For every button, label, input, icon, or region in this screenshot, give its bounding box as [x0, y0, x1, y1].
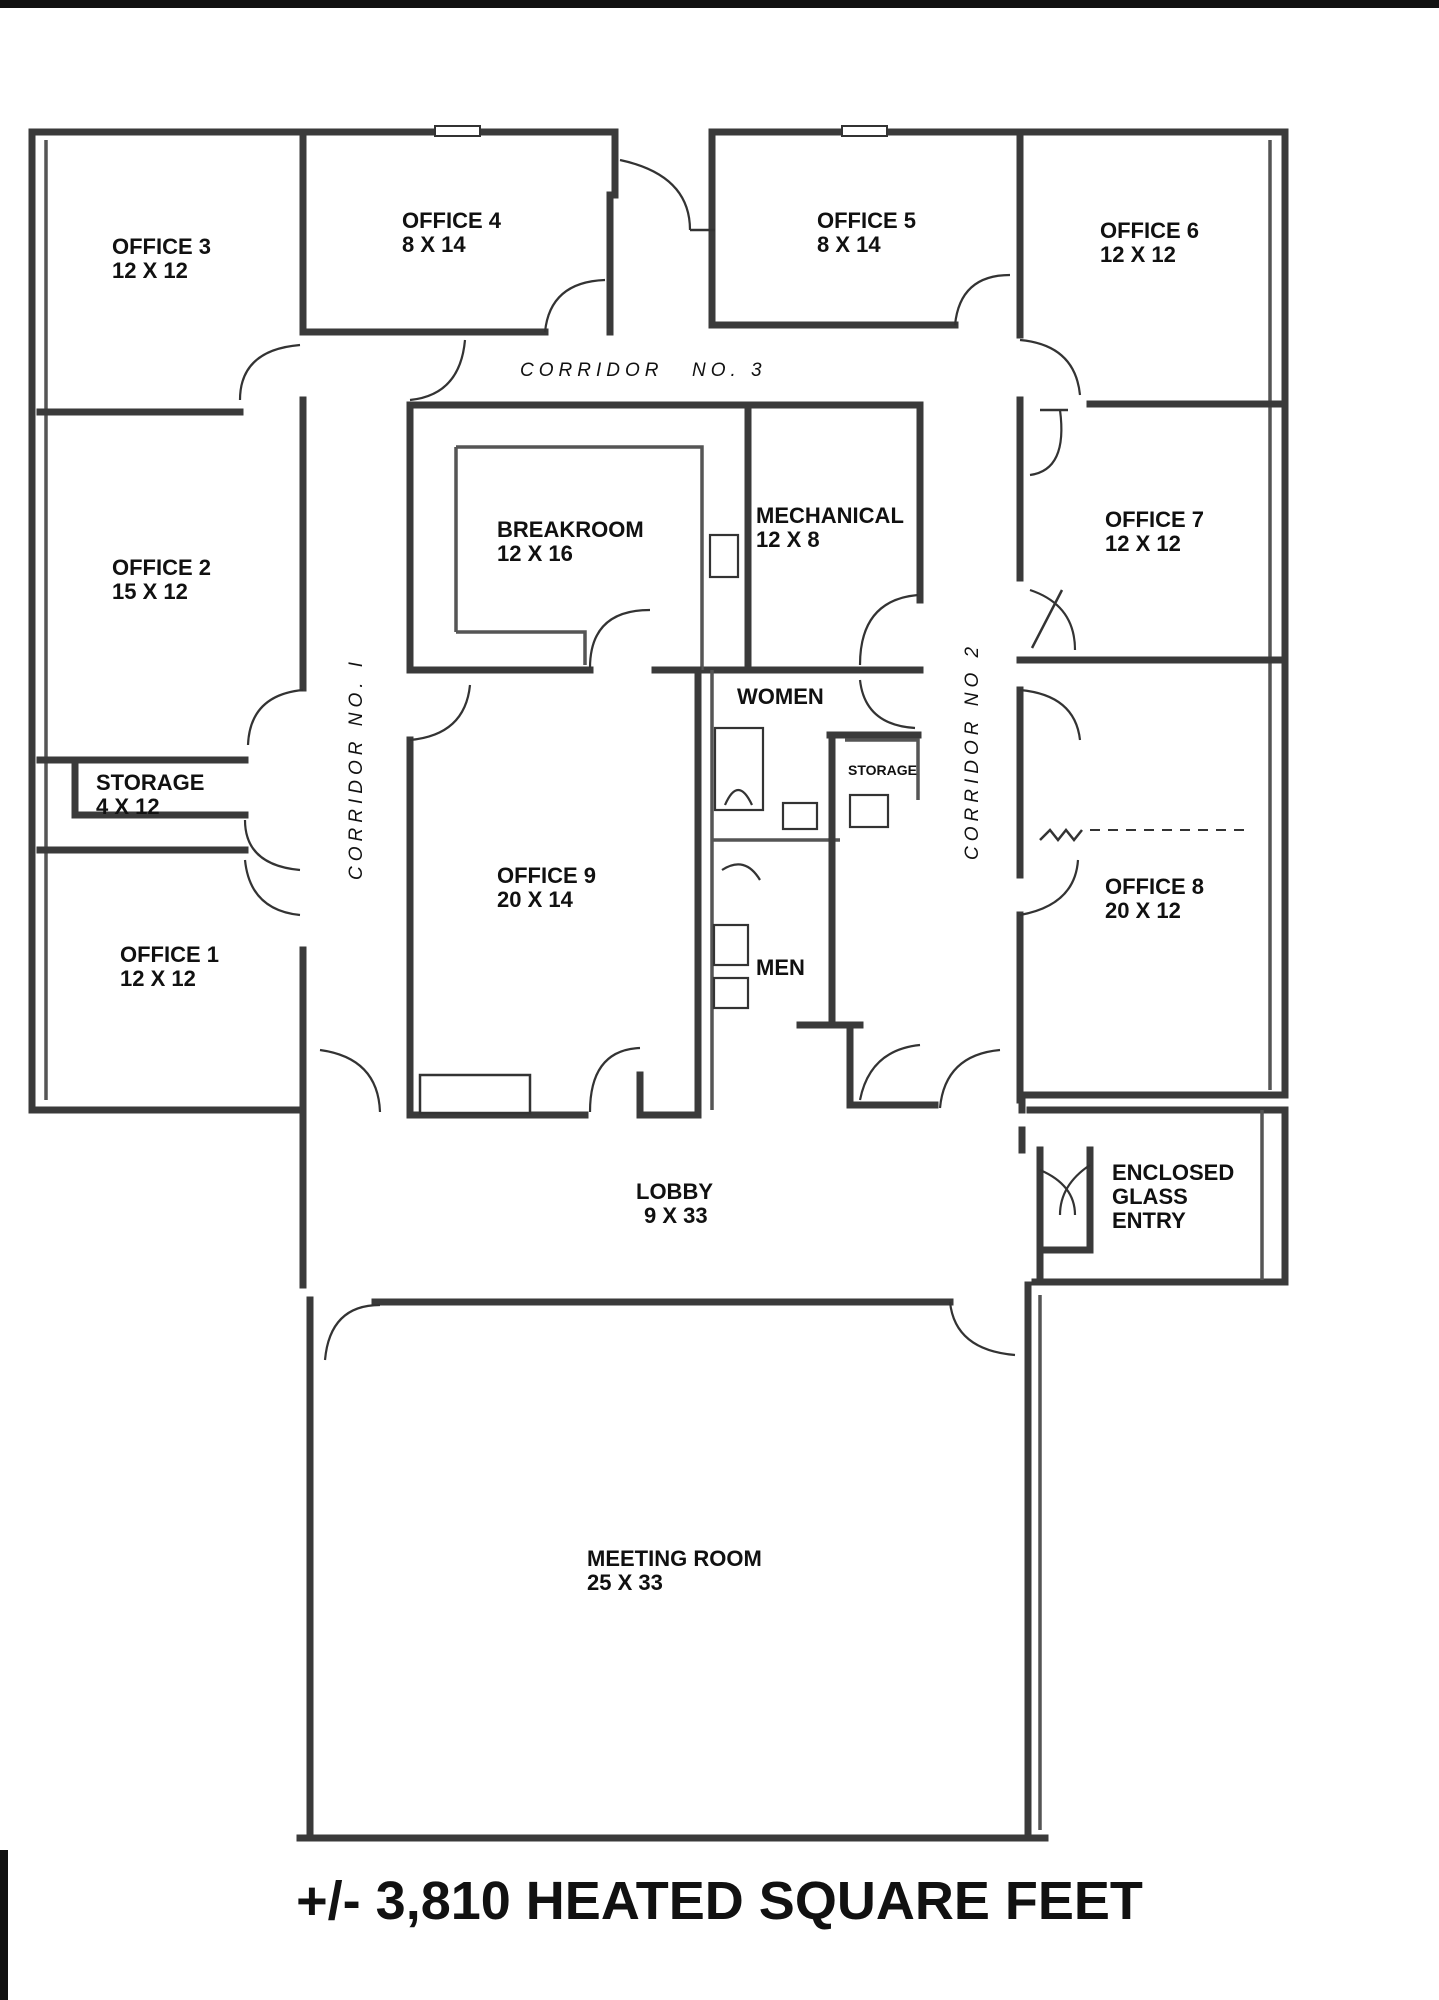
office4-label: OFFICE 4	[402, 208, 502, 233]
storage-left-size: 4 X 12	[96, 794, 160, 819]
office7-size: 12 X 12	[1105, 531, 1181, 556]
corridor-3-word: CORRIDOR	[520, 360, 663, 381]
heated-square-feet-caption: +/- 3,810 HEATED SQUARE FEET	[296, 1871, 1143, 1931]
office4-size: 8 X 14	[402, 232, 466, 257]
office3-label: OFFICE 3	[112, 234, 211, 259]
mechanical-label: MECHANICAL	[756, 503, 904, 528]
men-label: MEN	[756, 955, 805, 980]
room-labels: OFFICE 3 12 X 12 OFFICE 4 8 X 14 OFFICE …	[96, 208, 1234, 1595]
corridor-1-label: CORRIDOR NO. I	[346, 657, 367, 880]
office7-label: OFFICE 7	[1105, 507, 1204, 532]
office1-label: OFFICE 1	[120, 942, 219, 967]
corridor-labels: CORRIDOR NO. 3 CORRIDOR NO. I CORRIDOR N…	[346, 360, 983, 880]
lobby-size: 9 X 33	[644, 1203, 708, 1228]
office6-size: 12 X 12	[1100, 242, 1176, 267]
scan-top-edge	[0, 0, 1439, 8]
office2-label: OFFICE 2	[112, 555, 211, 580]
lobby-label: LOBBY	[636, 1179, 713, 1204]
office5-size: 8 X 14	[817, 232, 881, 257]
storage-small-label: STORAGE	[848, 762, 917, 778]
office2-size: 15 X 12	[112, 579, 188, 604]
corridor-2-label: CORRIDOR NO 2	[962, 642, 983, 860]
meeting-label: MEETING ROOM	[587, 1546, 762, 1571]
mechanical-size: 12 X 8	[756, 527, 820, 552]
entry-label-1: ENCLOSED	[1112, 1160, 1234, 1185]
doors	[238, 158, 1250, 1361]
women-label: WOMEN	[737, 684, 824, 709]
breakroom-size: 12 X 16	[497, 541, 573, 566]
entry-label-2: GLASS	[1112, 1184, 1188, 1209]
storage-left-label: STORAGE	[96, 770, 204, 795]
office9-size: 20 X 14	[497, 887, 574, 912]
office8-label: OFFICE 8	[1105, 874, 1204, 899]
office9-label: OFFICE 9	[497, 863, 596, 888]
scan-left-edge	[0, 1850, 8, 2000]
interior-walls	[36, 128, 1289, 1842]
office3-size: 12 X 12	[112, 258, 188, 283]
corridor-3-number: NO. 3	[692, 360, 767, 381]
breakroom-label: BREAKROOM	[497, 517, 644, 542]
office6-label: OFFICE 6	[1100, 218, 1199, 243]
office1-size: 12 X 12	[120, 966, 196, 991]
exterior-walls	[28, 125, 1289, 1114]
office8-size: 20 X 12	[1105, 898, 1181, 923]
entry-label-3: ENTRY	[1112, 1208, 1186, 1233]
office5-label: OFFICE 5	[817, 208, 916, 233]
meeting-size: 25 X 33	[587, 1570, 663, 1595]
